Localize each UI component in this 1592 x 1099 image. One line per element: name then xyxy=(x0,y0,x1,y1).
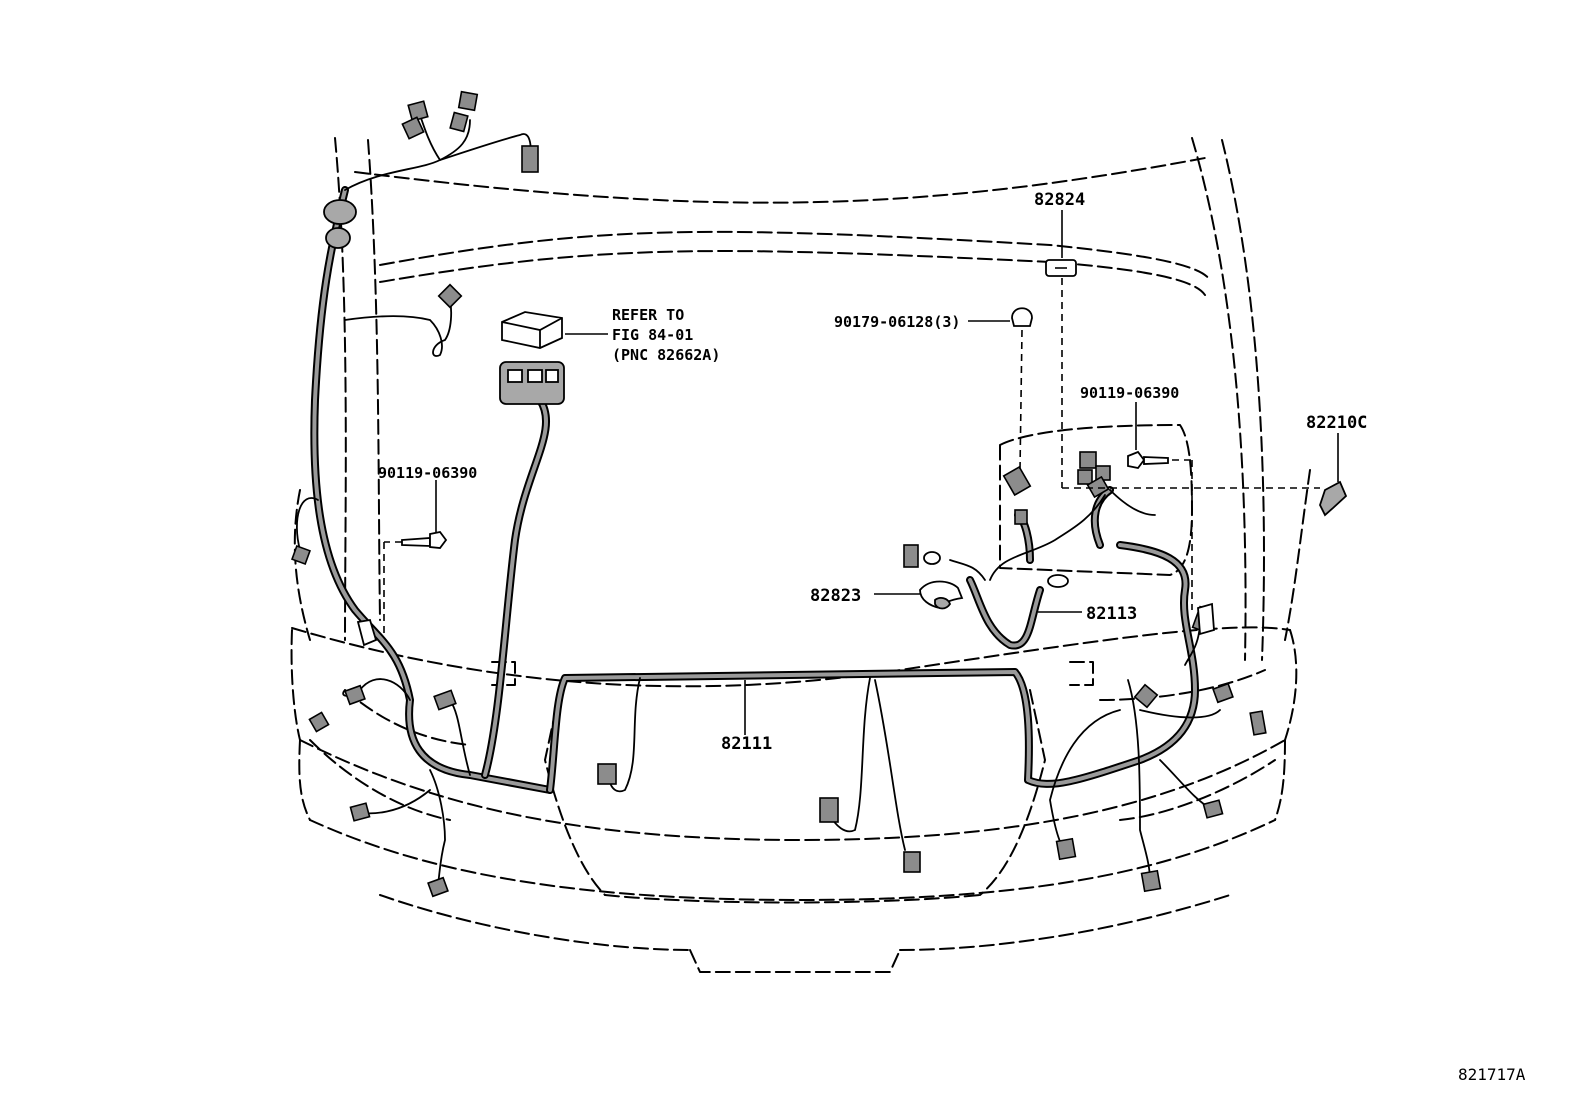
callouts: 82824 90179-06128(3) 90119-06390 82210C … xyxy=(378,190,1367,754)
harness-82111 xyxy=(310,186,1199,794)
sensor-82210c-icon xyxy=(1319,480,1348,517)
relay-block-icon xyxy=(499,311,565,405)
refer-note-line2: FIG 84-01 xyxy=(612,326,693,344)
protector-82823-icon xyxy=(919,580,964,610)
clip-82824-icon xyxy=(1045,259,1077,277)
connectors xyxy=(291,90,1267,898)
callout-82823: 82823 xyxy=(810,586,861,606)
callout-90119-06390-left: 90119-06390 xyxy=(378,464,477,482)
callout-82113: 82113 xyxy=(1086,604,1137,624)
refer-note: REFER TO FIG 84-01 (PNC 82662A) xyxy=(612,306,720,364)
bolt-right-icon xyxy=(1127,450,1169,469)
refer-note-line3: (PNC 82662A) xyxy=(612,346,720,364)
parts xyxy=(323,199,1348,647)
bolt-left-icon xyxy=(401,531,448,549)
callout-90179-06128: 90179-06128(3) xyxy=(834,313,960,331)
leader-lines xyxy=(383,210,1339,735)
grommet-icon xyxy=(323,199,357,249)
refer-note-line1: REFER TO xyxy=(612,306,684,324)
branch-wires xyxy=(296,114,1221,886)
callout-82111: 82111 xyxy=(721,734,772,754)
callout-82824: 82824 xyxy=(1034,190,1085,210)
callout-82210c: 82210C xyxy=(1306,413,1367,433)
diagram-ref-number: 821717A xyxy=(1458,1065,1526,1084)
nut-icon xyxy=(1011,307,1033,327)
callout-90119-06390-right: 90119-06390 xyxy=(1080,384,1179,402)
